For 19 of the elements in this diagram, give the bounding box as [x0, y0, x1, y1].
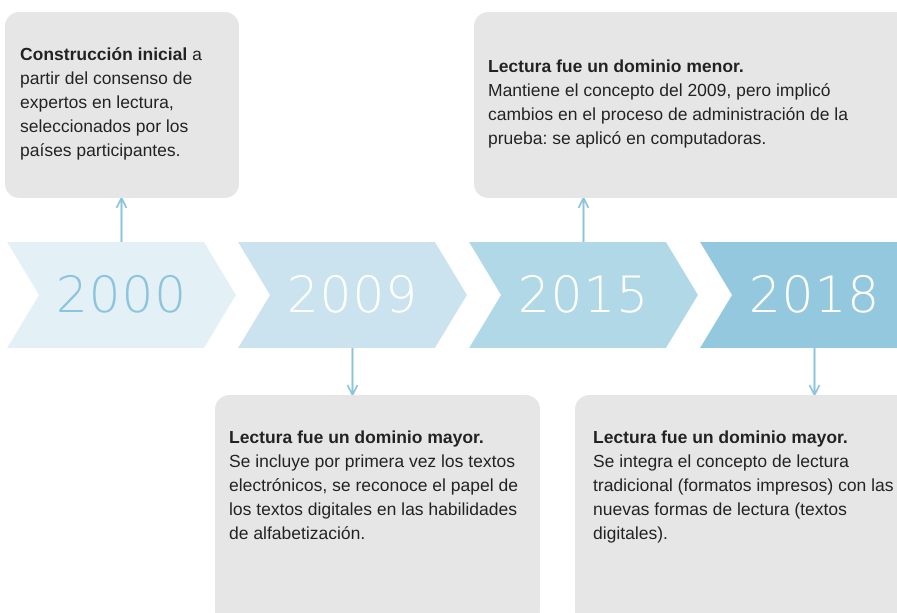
- card-text: Mantiene el concepto del 2009, pero implicó cambios en el proceso de administración de la prueba: se aplicó en computadoras.: [488, 79, 849, 150]
- arrow: [346, 348, 358, 396]
- year-label: 2015: [518, 266, 650, 324]
- arrow: [808, 348, 820, 396]
- card-heading: Lectura fue un dominio mayor.: [229, 426, 485, 449]
- card-text: Construcción inicial a partir del consenso de expertos en lectura, seleccionados por los países participantes.: [20, 43, 203, 162]
- year-label: 2000: [56, 266, 188, 324]
- arrow: [116, 197, 128, 242]
- year-label: 2018: [748, 266, 880, 324]
- text-card: [575, 395, 897, 613]
- card-heading: Lectura fue un dominio mayor.: [593, 426, 849, 449]
- card-text: Se incluye por primera vez los textos electrónicos, se reconoce el papel de los textos digitales en las habilidades de alfabetización.: [229, 450, 519, 545]
- year-banner: [700, 242, 897, 348]
- text-card: [5, 12, 239, 198]
- card-heading: Lectura fue un dominio menor.: [488, 55, 745, 78]
- text-card: [474, 12, 897, 198]
- card-text: Se integra el concepto de lectura tradicional (formatos impresos) con las nuevas formas de lectura (textos digitales).: [593, 450, 895, 545]
- text-card: [215, 395, 540, 613]
- arrow: [578, 197, 590, 242]
